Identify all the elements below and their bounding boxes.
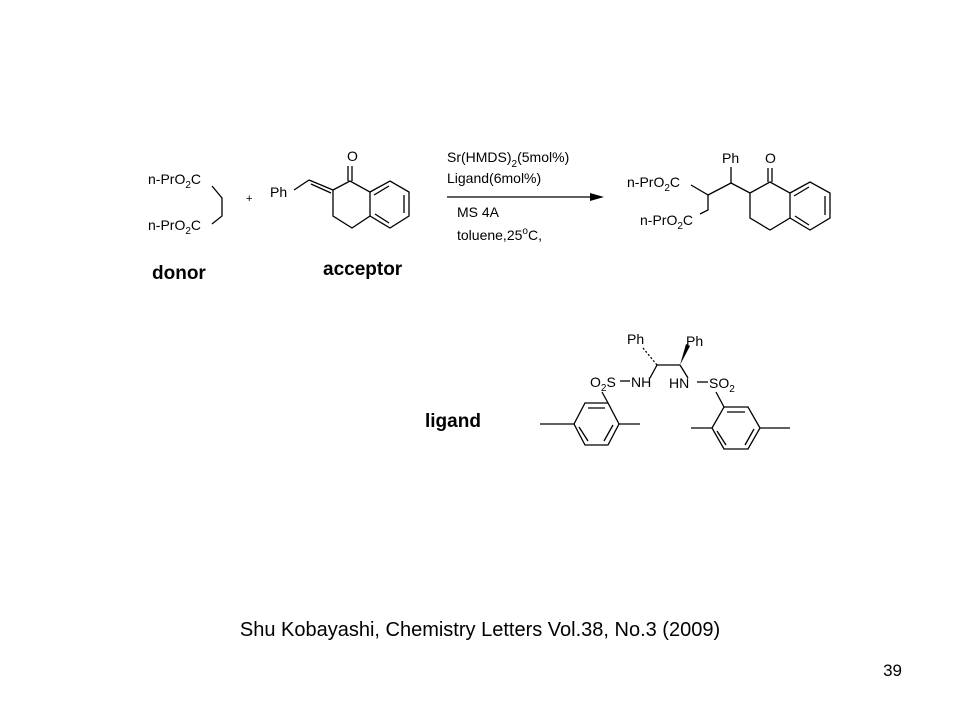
acceptor-phenyl: Ph xyxy=(270,184,287,200)
ligand-molecule: Ph Ph O2S NH HN SO2 xyxy=(540,331,790,450)
ligand-nh-left: NH xyxy=(631,374,651,390)
product-ester-top: n-PrO2C xyxy=(627,174,680,194)
citation: Shu Kobayashi, Chemistry Letters Vol.38,… xyxy=(239,619,721,641)
acceptor-ring xyxy=(332,180,371,229)
donor-molecule: n-PrO2C n-PrO2C xyxy=(148,171,223,237)
acceptor-label: acceptor xyxy=(323,259,403,280)
product-molecule: n-PrO2C n-PrO2C Ph O xyxy=(627,150,831,232)
ligand-ring-left xyxy=(573,402,620,446)
donor-ester-bottom: n-PrO2C xyxy=(148,217,201,237)
ligand-hashed-bond xyxy=(642,347,658,366)
condition-sieves: MS 4A xyxy=(457,204,500,220)
donor-ester-top: n-PrO2C xyxy=(148,171,201,191)
product-malonate-bonds xyxy=(690,184,709,215)
ligand-phenyl-left: Ph xyxy=(627,331,644,347)
product-ester-bottom: n-PrO2C xyxy=(640,212,693,232)
acceptor-benzene xyxy=(369,180,410,229)
product-ring xyxy=(749,181,791,231)
condition-solvent: toluene,25oC, xyxy=(457,226,542,243)
ligand-hn-right: HN xyxy=(669,375,689,391)
donor-bonds xyxy=(211,185,223,225)
plus-sign: + xyxy=(246,193,252,205)
donor-label: donor xyxy=(152,263,206,284)
ligand-wedge-bond xyxy=(680,344,690,365)
ligand-label: ligand xyxy=(425,411,481,432)
acceptor-molecule: Ph O xyxy=(270,148,410,229)
ligand-so2-left: O2S xyxy=(590,374,616,394)
ligand-phenyl-right: Ph xyxy=(686,333,703,349)
arrow-head xyxy=(590,193,604,201)
product-benzene xyxy=(789,181,831,231)
condition-ligand: Ligand(6mol%) xyxy=(447,170,541,186)
ligand-so2-right: SO2 xyxy=(709,375,735,395)
reaction-conditions: Sr(HMDS)2(5mol%) Ligand(6mol%) MS 4A tol… xyxy=(447,149,604,243)
acceptor-ph-bond xyxy=(293,179,310,191)
acceptor-oxygen: O xyxy=(347,148,358,164)
condition-catalyst: Sr(HMDS)2(5mol%) xyxy=(447,149,569,170)
ligand-ring-right xyxy=(711,406,761,450)
product-oxygen: O xyxy=(765,150,776,166)
product-phenyl: Ph xyxy=(722,150,739,166)
page-number: 39 xyxy=(883,661,902,680)
acceptor-double-bond xyxy=(308,179,334,191)
